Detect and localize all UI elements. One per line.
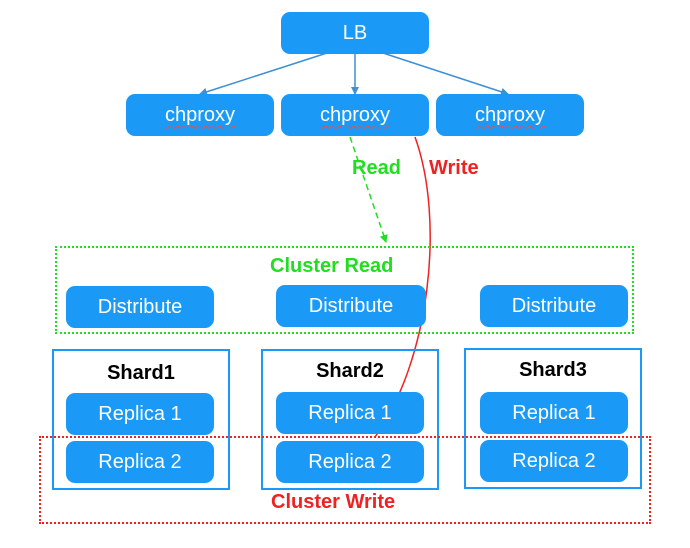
chproxy-label: chproxy [474, 103, 546, 126]
replica-label: Replica 2 [98, 450, 182, 473]
chproxy-label: chproxy [164, 103, 236, 126]
edge-lb-proxy-1 [199, 52, 328, 96]
cluster-write-label: Cluster Write [271, 491, 396, 513]
shard-3-title: Shard3 [519, 359, 587, 381]
shard-2-title: Shard2 [316, 360, 384, 382]
shard-1-replica-1: Replica 1 [66, 393, 214, 435]
distribute-node-1: Distribute [66, 286, 214, 328]
distribute-label: Distribute [511, 294, 597, 317]
read-flow-label: Read [352, 157, 401, 179]
shard-2-box: Shard2 [261, 349, 439, 490]
distribute-node-2: Distribute [276, 285, 426, 327]
cluster-read-label: Cluster Read [270, 255, 394, 277]
distribute-label: Distribute [97, 295, 183, 318]
shard-1-replica-2: Replica 2 [66, 441, 214, 483]
shard-3-replica-1: Replica 1 [480, 392, 628, 434]
shard-3-replica-2: Replica 2 [480, 440, 628, 482]
cluster-read-group [55, 246, 634, 334]
shard-1-title: Shard1 [107, 362, 175, 384]
chproxy-node-3: chproxy [436, 94, 584, 136]
replica-label: Replica 2 [308, 450, 392, 473]
replica-label: Replica 2 [512, 449, 596, 472]
distribute-node-3: Distribute [480, 285, 628, 327]
chproxy-label: chproxy [319, 103, 391, 126]
replica-label: Replica 1 [98, 402, 182, 425]
edge-lb-proxy-3 [382, 52, 509, 96]
load-balancer-node: LB [281, 12, 429, 54]
write-flow-label: Write [429, 157, 479, 179]
shard-2-replica-2: Replica 2 [276, 441, 424, 483]
load-balancer-label: LB [342, 21, 368, 44]
read-flow-arrow [349, 136, 388, 243]
shard-1-box: Shard1 [52, 349, 230, 490]
replica-label: Replica 1 [512, 401, 596, 424]
shard-2-replica-1: Replica 1 [276, 392, 424, 434]
chproxy-node-1: chproxy [126, 94, 274, 136]
chproxy-node-2: chproxy [281, 94, 429, 136]
cluster-write-group [39, 436, 651, 524]
shard-3-box: Shard3 [464, 348, 642, 489]
distribute-label: Distribute [308, 294, 394, 317]
replica-label: Replica 1 [308, 401, 392, 424]
